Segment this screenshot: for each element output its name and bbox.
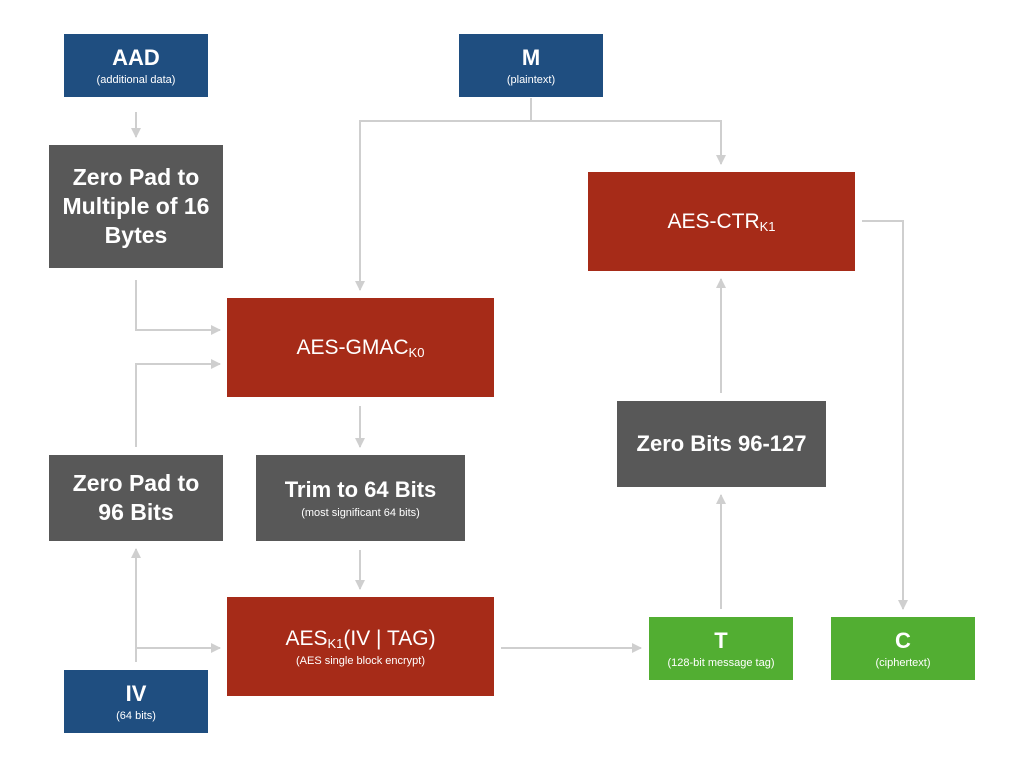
aes-k1-title-post: (IV | TAG) — [343, 626, 436, 650]
aad-subtitle: (additional data) — [96, 74, 176, 87]
zero-pad-16-line-2: Multiple of 16 — [62, 193, 210, 220]
zero-pad-96-box: Zero Pad to 96 Bits — [49, 455, 223, 541]
aes-gmac-title: AES-GMACK0 — [297, 335, 425, 360]
trim-64-subtitle: (most significant 64 bits) — [301, 506, 420, 519]
edge-zeropad96-to-gmac — [135, 359, 221, 447]
t-subtitle: (128-bit message tag) — [667, 657, 775, 670]
edge-m-to-ctr — [531, 120, 726, 165]
trim-64-box: Trim to 64 Bits (most significant 64 bit… — [256, 455, 465, 541]
m-subtitle: (plaintext) — [506, 74, 556, 87]
aes-ctr-subscript: K1 — [759, 218, 776, 234]
aad-title: AAD — [112, 44, 160, 70]
zero-pad-16-line-1: Zero Pad to — [72, 164, 200, 191]
iv-title: IV — [125, 680, 147, 706]
iv-box: IV (64 bits) — [64, 670, 208, 733]
aes-gmac-box: AES-GMACK0 — [227, 298, 494, 397]
zero-pad-16-line-3: Bytes — [104, 221, 168, 248]
zero-pad-16-box: Zero Pad to Multiple of 16 Bytes — [49, 145, 223, 268]
aes-ctr-box: AES-CTRK1 — [588, 172, 855, 271]
c-title: C — [895, 627, 911, 653]
zero-bits-title: Zero Bits 96-127 — [636, 430, 807, 456]
t-box: T (128-bit message tag) — [649, 617, 793, 680]
m-box: M (plaintext) — [459, 34, 603, 97]
aad-box: AAD (additional data) — [64, 34, 208, 97]
aes-k1-box: AESK1(IV | TAG) (AES single block encryp… — [227, 597, 494, 696]
aes-gmac-subscript: K0 — [408, 344, 425, 360]
edge-zeropad16-to-gmac — [135, 280, 221, 335]
zero-pad-96-line-2: 96 Bits — [98, 499, 174, 525]
iv-subtitle: (64 bits) — [116, 710, 156, 723]
aes-ctr-title: AES-CTRK1 — [667, 209, 775, 234]
aes-k1-subscript: K1 — [327, 635, 344, 651]
zero-bits-box: Zero Bits 96-127 — [617, 401, 826, 487]
aes-k1-title: AESK1(IV | TAG) — [285, 626, 435, 651]
edge-m-to-gmac — [355, 120, 531, 291]
m-title: M — [521, 44, 541, 70]
aes-gmac-title-text: AES-GMAC — [296, 335, 409, 359]
aes-ctr-title-text: AES-CTR — [667, 209, 760, 233]
aes-k1-title-pre: AES — [285, 626, 328, 650]
edge-ctr-to-c — [862, 220, 908, 610]
c-box: C (ciphertext) — [831, 617, 975, 680]
trim-64-title: Trim to 64 Bits — [284, 477, 437, 503]
t-title: T — [714, 627, 728, 653]
aes-k1-subtitle: (AES single block encrypt) — [296, 655, 425, 668]
c-subtitle: (ciphertext) — [875, 657, 931, 670]
zero-pad-96-line-1: Zero Pad to — [72, 470, 200, 497]
